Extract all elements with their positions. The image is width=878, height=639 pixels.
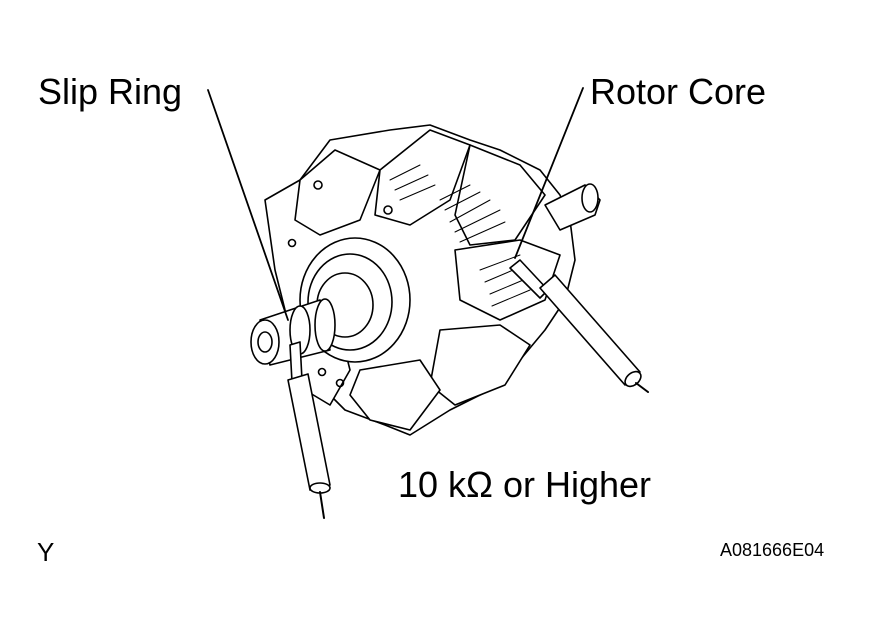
corner-mark: Y: [37, 537, 55, 567]
winding-hatch: [389, 164, 531, 307]
slip-ring-shaft: [250, 298, 336, 366]
rotor-core-label: Rotor Core: [590, 71, 767, 112]
slip-ring-leader-line: [207, 89, 289, 321]
probe-right: [509, 259, 649, 393]
rotor-core-leader-line: [514, 87, 584, 259]
resistance-spec-label: 10 kΩ or Higher: [398, 464, 652, 505]
rear-shaft: [544, 183, 601, 231]
figure-code: A081666E04: [720, 540, 825, 560]
probe-left: [287, 341, 331, 519]
slip-ring-label: Slip Ring: [38, 71, 183, 112]
